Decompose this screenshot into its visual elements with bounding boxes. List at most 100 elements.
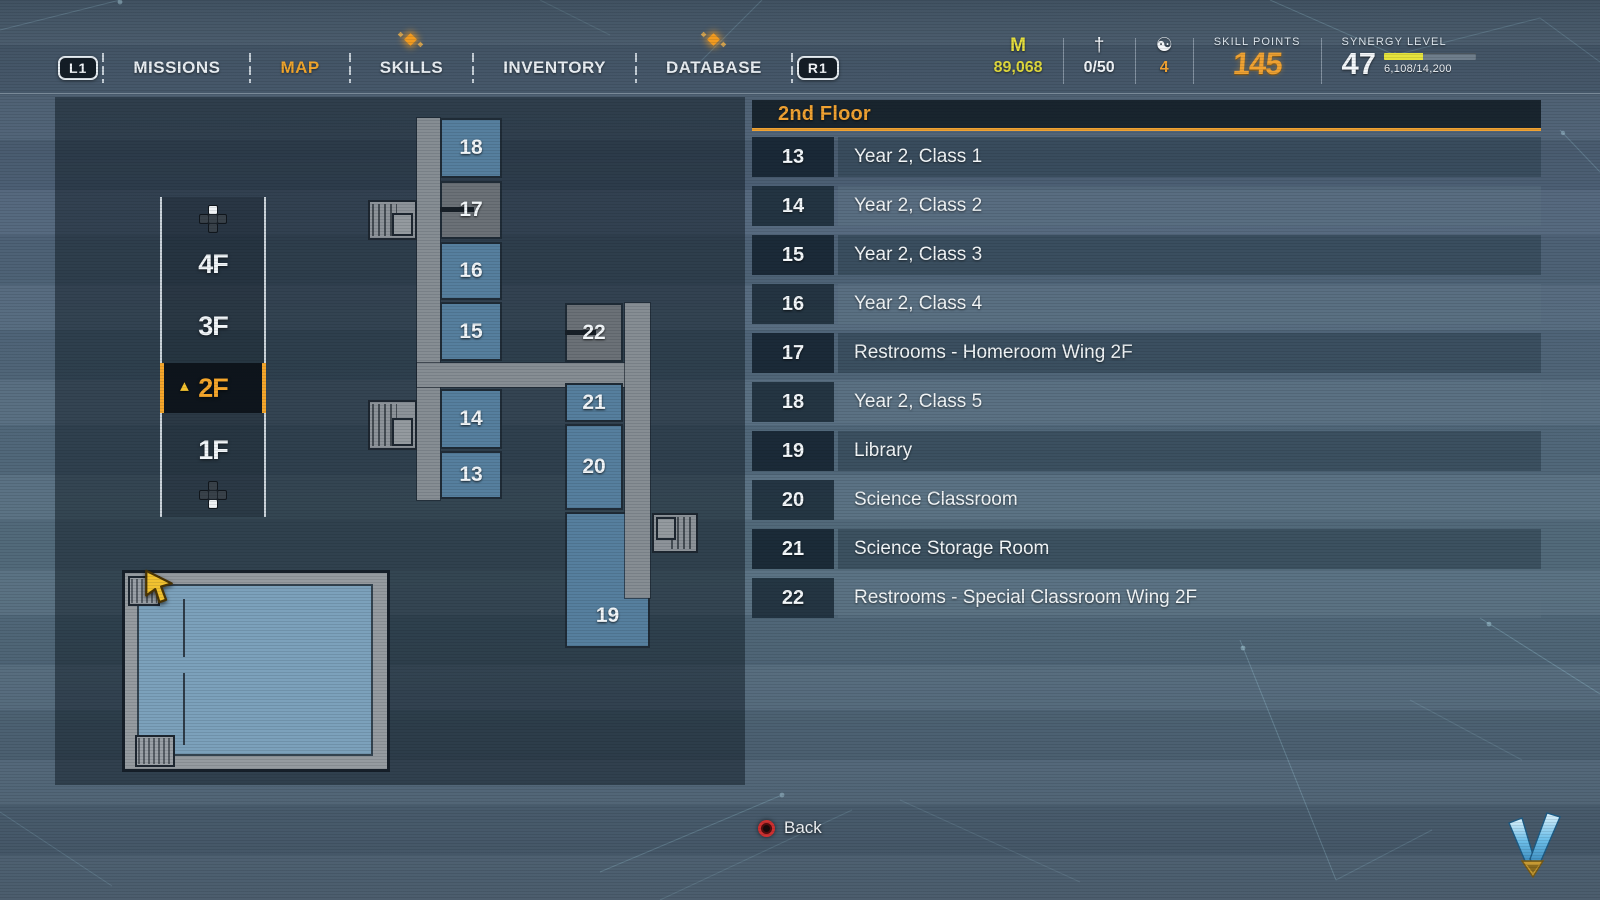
map-room-22: 22 bbox=[565, 303, 623, 362]
room-name: Year 2, Class 4 bbox=[838, 284, 1541, 324]
map-room-19-label: 19 bbox=[595, 604, 620, 627]
back-button[interactable]: Back bbox=[758, 818, 822, 838]
room-name: Year 2, Class 2 bbox=[838, 186, 1541, 226]
nav-divider bbox=[790, 53, 793, 83]
room-list-panel: 2nd Floor 13 Year 2, Class 1 14 Year 2, … bbox=[752, 100, 1541, 618]
map-room-14: 14 bbox=[440, 389, 502, 449]
dagger-icon: † bbox=[1093, 35, 1105, 56]
tab-inventory[interactable]: INVENTORY bbox=[503, 58, 606, 77]
notification-diamond-icon bbox=[404, 33, 418, 46]
room-number: 20 bbox=[752, 480, 834, 520]
room-number: 14 bbox=[752, 186, 834, 226]
map-room-20-label: 20 bbox=[582, 455, 606, 478]
map-room-21: 21 bbox=[565, 383, 623, 422]
skill-points-stat: SKILL POINTS 145 bbox=[1194, 36, 1321, 81]
room-number: 15 bbox=[752, 235, 834, 275]
floor-option-1f[interactable]: 1F bbox=[198, 434, 229, 465]
synergy-level-value: 47 bbox=[1341, 46, 1376, 81]
floor-option-4f[interactable]: 4F bbox=[198, 248, 229, 279]
floor-option-3f[interactable]: 3F bbox=[198, 310, 229, 341]
room-list-row[interactable]: 16 Year 2, Class 4 bbox=[752, 284, 1541, 324]
back-label: Back bbox=[784, 818, 822, 837]
skill-points-value: 145 bbox=[1231, 46, 1283, 81]
synergy-progress-bar bbox=[1384, 53, 1476, 60]
map-room-13: 13 bbox=[440, 451, 502, 499]
map-room-15: 15 bbox=[440, 302, 502, 361]
map-room-16-label: 16 bbox=[459, 259, 483, 282]
room-list-row[interactable]: 18 Year 2, Class 5 bbox=[752, 382, 1541, 422]
room-number: 22 bbox=[752, 578, 834, 618]
room-name: Year 2, Class 3 bbox=[838, 235, 1541, 275]
floor-option-2f-label: 2F bbox=[198, 372, 228, 403]
map-room-14-label: 14 bbox=[459, 407, 483, 430]
room-list-row[interactable]: 21 Science Storage Room bbox=[752, 529, 1541, 569]
floor-option-2f-selected[interactable]: ▲ 2F bbox=[160, 363, 266, 413]
room-list: 13 Year 2, Class 1 14 Year 2, Class 2 15… bbox=[752, 137, 1541, 618]
map-room-18-label: 18 bbox=[459, 136, 483, 159]
room-number: 16 bbox=[752, 284, 834, 324]
tab-skills-label: SKILLS bbox=[379, 58, 444, 77]
restroom-partition-wall bbox=[565, 329, 597, 335]
tab-database-label: DATABASE bbox=[665, 58, 762, 77]
dpad-up-icon[interactable] bbox=[199, 205, 227, 233]
gym-interior-wall bbox=[183, 673, 185, 745]
room-name: Restrooms - Special Classroom Wing 2F bbox=[838, 578, 1541, 618]
l1-bumper-button[interactable]: L1 bbox=[58, 56, 99, 80]
stat-divider bbox=[1320, 38, 1322, 84]
collectible-stat: † 0/50 bbox=[1064, 36, 1135, 77]
stairwell bbox=[652, 513, 698, 553]
player-position-cursor-icon bbox=[145, 569, 173, 604]
tab-skills[interactable]: SKILLS bbox=[355, 33, 468, 84]
room-panel-header: 2nd Floor bbox=[752, 100, 1541, 131]
map-room-22-label: 22 bbox=[582, 320, 606, 344]
room-list-row[interactable]: 13 Year 2, Class 1 bbox=[752, 137, 1541, 177]
stat-divider bbox=[1192, 38, 1194, 84]
gym-entrance bbox=[135, 735, 175, 767]
top-bar: L1 MISSIONS MAP SKILLS INVENTORY DATABAS… bbox=[0, 0, 1600, 94]
nav-divider bbox=[472, 53, 475, 83]
room-list-row[interactable]: 22 Restrooms - Special Classroom Wing 2F bbox=[752, 578, 1541, 618]
restroom-partition-wall bbox=[440, 207, 474, 212]
stat-divider bbox=[1062, 38, 1064, 84]
nav-divider bbox=[634, 53, 637, 83]
room-name: Science Classroom bbox=[838, 480, 1541, 520]
collectible-value: 0/50 bbox=[1083, 59, 1115, 76]
floor-title: 2nd Floor bbox=[778, 102, 871, 125]
room-name: Year 2, Class 5 bbox=[838, 382, 1541, 422]
tab-database[interactable]: DATABASE bbox=[641, 33, 787, 84]
room-number: 17 bbox=[752, 333, 834, 373]
room-number: 19 bbox=[752, 431, 834, 471]
room-list-row[interactable]: 14 Year 2, Class 2 bbox=[752, 186, 1541, 226]
room-name: Science Storage Room bbox=[838, 529, 1541, 569]
skill-points-label: SKILL POINTS bbox=[1213, 36, 1301, 48]
r1-bumper-button[interactable]: R1 bbox=[796, 56, 839, 80]
room-list-row[interactable]: 17 Restrooms - Homeroom Wing 2F bbox=[752, 333, 1541, 373]
stairwell bbox=[368, 200, 417, 240]
harmony-stat: ☯ 4 bbox=[1136, 36, 1193, 77]
map-room-15-label: 15 bbox=[459, 319, 483, 343]
dpad-down-icon[interactable] bbox=[199, 481, 227, 509]
map-room-20: 20 bbox=[565, 424, 623, 510]
money-stat: M 89,068 bbox=[974, 36, 1063, 77]
room-list-row[interactable]: 15 Year 2, Class 3 bbox=[752, 235, 1541, 275]
nav-divider bbox=[348, 53, 351, 83]
room-number: 18 bbox=[752, 382, 834, 422]
harmony-value: 4 bbox=[1159, 59, 1169, 76]
yin-yang-icon: ☯ bbox=[1155, 35, 1173, 56]
gym-interior-wall bbox=[183, 599, 185, 657]
room-list-row[interactable]: 20 Science Classroom bbox=[752, 480, 1541, 520]
tab-map[interactable]: MAP bbox=[280, 58, 320, 77]
synergy-progress-text: 6,108/14,200 bbox=[1384, 63, 1452, 75]
tab-missions[interactable]: MISSIONS bbox=[133, 58, 221, 77]
v-emblem-logo bbox=[1508, 812, 1561, 879]
notification-diamond-icon bbox=[707, 33, 720, 46]
map-room-18: 18 bbox=[440, 118, 502, 178]
map-room-17: 17 bbox=[440, 181, 502, 239]
room-list-row[interactable]: 19 Library bbox=[752, 431, 1541, 471]
main-nav: L1 MISSIONS MAP SKILLS INVENTORY DATABAS… bbox=[58, 33, 839, 86]
room-name: Year 2, Class 1 bbox=[838, 137, 1541, 177]
synergy-label: SYNERGY LEVEL bbox=[1341, 36, 1447, 48]
floor-map-panel: 4F 3F ▲ 2F 1F 18 17 16 15 14 13 1 bbox=[55, 97, 745, 785]
map-room-17-label: 17 bbox=[459, 198, 483, 221]
room-name: Restrooms - Homeroom Wing 2F bbox=[838, 333, 1541, 373]
